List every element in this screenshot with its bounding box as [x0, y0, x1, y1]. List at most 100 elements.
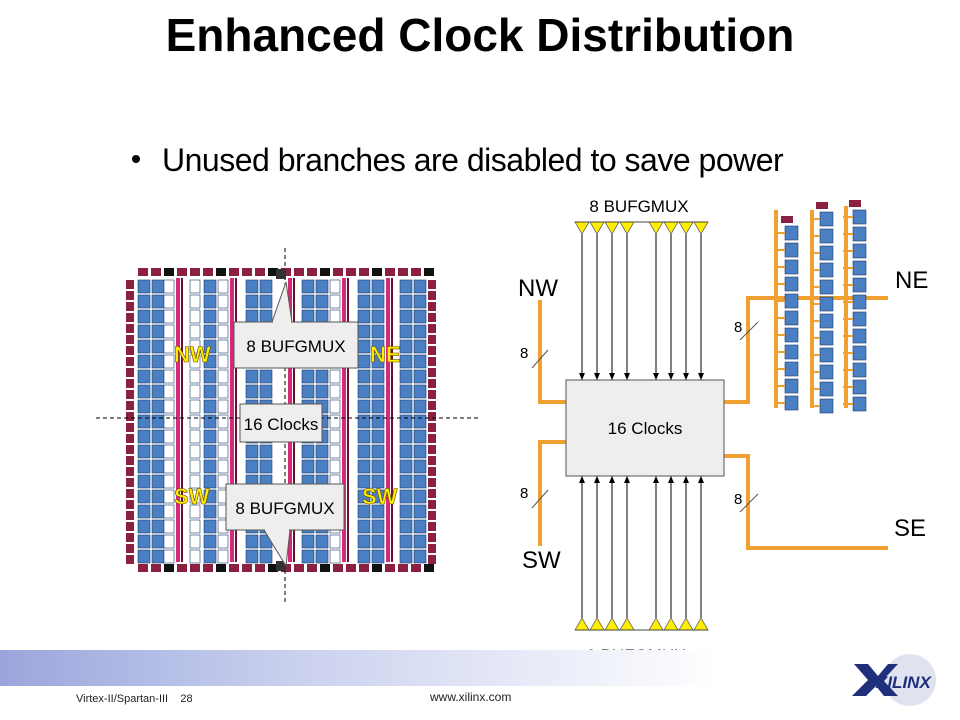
logo-x-mark-icon — [852, 664, 898, 696]
logic-cell — [784, 361, 799, 377]
io-pad — [216, 564, 226, 572]
io-pad — [126, 467, 134, 476]
bufgmux-icon — [663, 617, 679, 631]
logic-cell — [163, 354, 175, 369]
logic-cell — [819, 279, 834, 295]
logic-cell — [203, 549, 217, 564]
slide-title: Enhanced Clock Distribution — [165, 9, 795, 61]
logic-cell — [413, 489, 427, 504]
bufgmux-icon — [663, 221, 679, 235]
logic-cell — [819, 364, 834, 380]
logic-cell — [203, 294, 217, 309]
io-pad — [216, 268, 226, 276]
logic-cell — [315, 444, 329, 459]
logic-cell — [371, 354, 385, 369]
bufgmux-icon — [648, 617, 664, 631]
io-pad — [177, 564, 187, 572]
logic-cell — [357, 354, 371, 369]
logic-cell — [315, 309, 329, 324]
logic-cell — [259, 309, 273, 324]
logic-cell — [357, 549, 371, 564]
logic-cell — [151, 399, 165, 414]
logic-cell — [329, 399, 341, 414]
bus-width-sw: 8 — [520, 485, 528, 502]
logic-cell — [217, 354, 229, 369]
io-pad — [126, 379, 134, 388]
io-pad — [428, 280, 436, 289]
bufgmux-icon — [574, 617, 590, 631]
logic-cell — [203, 324, 217, 339]
logic-cell — [137, 534, 151, 549]
logic-cell — [357, 384, 371, 399]
io-pad — [428, 522, 436, 531]
clock-mux-top-icon — [276, 269, 286, 279]
logic-cell — [163, 459, 175, 474]
logic-cell — [217, 279, 229, 294]
bufgmux-icon — [604, 221, 620, 235]
logic-cell — [203, 474, 217, 489]
logic-cell — [189, 504, 201, 519]
bufgmux-icon — [648, 221, 664, 235]
logic-cell — [189, 279, 201, 294]
logic-cell — [852, 243, 867, 259]
io-pad — [126, 434, 134, 443]
logic-cell — [329, 294, 341, 309]
logic-cell — [819, 347, 834, 363]
quadrant-label-sw: SW — [174, 484, 210, 509]
logic-cell — [413, 399, 427, 414]
io-pad — [294, 564, 304, 572]
logic-cell — [217, 339, 229, 354]
logic-cell — [371, 459, 385, 474]
orange-clock-routes — [538, 206, 888, 550]
logic-cell — [137, 444, 151, 459]
logic-cell — [399, 489, 413, 504]
io-pad — [428, 412, 436, 421]
logic-cell — [315, 534, 329, 549]
io-pad — [164, 268, 174, 276]
callout-middle: 16 Clocks — [239, 403, 323, 443]
region-label-ne: NE — [895, 267, 928, 294]
logic-cell — [413, 534, 427, 549]
io-pad — [428, 401, 436, 410]
arrowhead-icon — [653, 476, 659, 483]
io-pad — [164, 564, 174, 572]
logic-cell — [413, 279, 427, 294]
callout-middle-label: 16 Clocks — [244, 415, 319, 434]
io-pad — [126, 489, 134, 498]
top-bufgmux-row — [574, 221, 709, 380]
logic-cell — [852, 260, 867, 276]
arrowhead-icon — [668, 373, 674, 380]
logic-cell — [203, 534, 217, 549]
footer-url: www.xilinx.com — [430, 690, 512, 704]
logic-cell — [357, 369, 371, 384]
logic-cell — [151, 279, 165, 294]
logic-cell — [245, 384, 259, 399]
logic-cell — [399, 474, 413, 489]
io-pad — [428, 313, 436, 322]
logic-cell — [399, 534, 413, 549]
arrowhead-icon — [653, 373, 659, 380]
logic-cell — [151, 324, 165, 339]
logic-cell — [301, 444, 315, 459]
io-pad — [126, 390, 134, 399]
io-pad — [203, 564, 213, 572]
arrowhead-icon — [579, 476, 585, 483]
logic-cell — [217, 474, 229, 489]
logic-cell — [189, 549, 201, 564]
bufgmux-icon — [604, 617, 620, 631]
bufgmux-icon — [574, 221, 590, 235]
clock-mux-box-label: 16 Clocks — [608, 419, 683, 438]
arrowhead-icon — [579, 373, 585, 380]
io-pad — [126, 280, 134, 289]
io-pad — [428, 456, 436, 465]
io-pad — [428, 555, 436, 564]
logic-cell — [852, 379, 867, 395]
logic-cell — [819, 296, 834, 312]
logic-cell — [301, 534, 315, 549]
logic-cell — [259, 444, 273, 459]
logic-cell — [371, 324, 385, 339]
logic-cell — [329, 459, 341, 474]
logic-cell — [357, 324, 371, 339]
io-pad — [126, 401, 134, 410]
